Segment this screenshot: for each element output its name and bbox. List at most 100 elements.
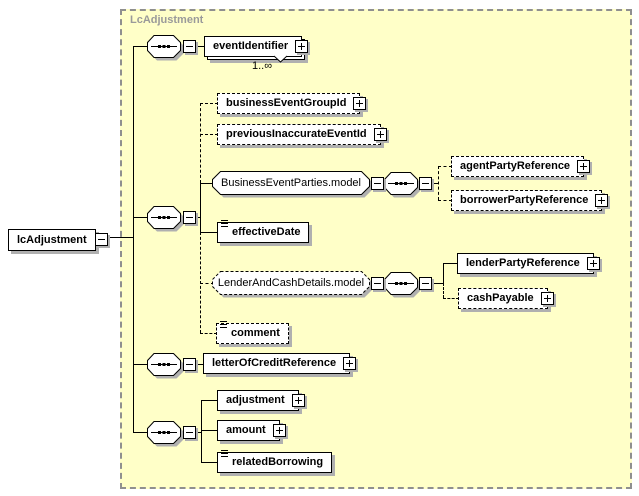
connector-line [200, 333, 217, 334]
connector-line [200, 232, 201, 333]
element-businesseventgroupid[interactable]: businessEventGroupId [217, 93, 367, 114]
element-label: relatedBorrowing [232, 456, 324, 468]
expand-icon[interactable] [272, 424, 286, 437]
expand-icon[interactable] [295, 40, 309, 53]
connector-line [133, 46, 134, 432]
element-comment[interactable]: comment [216, 321, 289, 344]
connector-line [200, 183, 213, 184]
expand-icon[interactable] [291, 394, 305, 407]
connector-line [200, 283, 214, 284]
element-letterofcreditreference[interactable]: letterOfCreditReference [203, 353, 357, 374]
sequence-icon [147, 353, 184, 379]
connector-line [201, 400, 202, 462]
collapse-icon[interactable] [183, 426, 196, 439]
model-group-label: BusinessEventParties.model [220, 177, 361, 189]
sequence-compositor[interactable] [147, 421, 184, 447]
element-label: adjustment [226, 394, 285, 406]
connector-line [133, 432, 148, 433]
sequence-compositor[interactable] [147, 353, 184, 379]
connector-line [200, 232, 218, 233]
model-group-shape [212, 171, 373, 198]
connector-line [443, 263, 444, 283]
connector-line [432, 183, 438, 184]
connector-line [109, 237, 134, 238]
connector-line [196, 364, 204, 365]
sequence-compositor[interactable] [384, 172, 421, 198]
collapse-icon[interactable] [183, 40, 196, 53]
connector-line [443, 263, 458, 264]
collapse-icon[interactable] [419, 177, 432, 190]
expand-icon[interactable] [586, 257, 600, 270]
connector-line [196, 432, 201, 433]
collapse-icon[interactable] [183, 358, 196, 371]
connector-line [200, 134, 218, 135]
element-previousinaccurateeventid[interactable]: previousInaccurateEventId [217, 124, 387, 145]
root-element-lcadjustment[interactable]: lcAdjustment [8, 229, 108, 251]
occurrence-label: 1..∞ [252, 60, 273, 72]
element-eventidentifier[interactable]: eventIdentifier [204, 36, 309, 57]
element-lenderpartyreference[interactable]: lenderPartyReference [457, 253, 600, 274]
connector-line [201, 400, 217, 401]
element-label: effectiveDate [232, 226, 301, 238]
element-borrowerpartyreference[interactable]: borrowerPartyReference [451, 190, 609, 211]
element-agentpartyreference[interactable]: agentPartyReference [451, 156, 591, 177]
collapse-icon[interactable] [371, 177, 384, 190]
connector-line [443, 283, 444, 298]
expand-icon[interactable] [353, 97, 367, 110]
element-adjustment[interactable]: adjustment [217, 390, 305, 411]
connector-line [133, 364, 148, 365]
connector-line [200, 103, 201, 183]
element-cashpayable[interactable]: cashPayable [458, 288, 554, 309]
element-label: lenderPartyReference [466, 257, 580, 269]
collapse-icon[interactable] [183, 211, 196, 224]
model-group-lenderandcashdetails[interactable]: LenderAndCashDetails.model [212, 271, 373, 298]
element-label: eventIdentifier [213, 40, 289, 52]
collapse-icon[interactable] [419, 277, 432, 290]
complex-type-label: LcAdjustment [130, 14, 204, 26]
element-label: previousInaccurateEventId [226, 128, 367, 140]
sequence-compositor[interactable] [147, 35, 184, 61]
connector-line [200, 103, 218, 104]
element-label: lcAdjustment [17, 234, 87, 246]
element-label: letterOfCreditReference [212, 357, 337, 369]
element-effectivedate[interactable]: effectiveDate [217, 220, 310, 243]
model-group-label: LenderAndCashDetails.model [217, 277, 365, 289]
simple-content-icon [221, 220, 228, 221]
element-label: borrowerPartyReference [460, 194, 589, 206]
element-label: comment [231, 327, 280, 339]
element-eventidentifier-stack: eventIdentifier 1..∞ [204, 36, 309, 72]
connector-line [438, 166, 452, 167]
element-label: businessEventGroupId [226, 97, 347, 109]
connector-line [133, 46, 148, 47]
model-group-shape [212, 271, 373, 298]
repeat-chevron-icon [273, 55, 288, 63]
sequence-icon [384, 172, 421, 198]
element-label: amount [226, 424, 266, 436]
connector-line [201, 430, 217, 431]
connector-line [443, 298, 459, 299]
expand-icon[interactable] [343, 357, 357, 370]
expand-icon[interactable] [373, 128, 387, 141]
collapse-icon[interactable] [371, 277, 384, 290]
connector-line [200, 183, 201, 232]
connector-line [201, 462, 217, 463]
connector-line [196, 46, 205, 47]
element-label: agentPartyReference [460, 160, 571, 172]
model-group-businesseventparties[interactable]: BusinessEventParties.model [212, 171, 373, 198]
sequence-compositor[interactable] [147, 206, 184, 232]
sequence-icon [384, 272, 421, 298]
expand-icon[interactable] [595, 194, 609, 207]
element-amount[interactable]: amount [217, 420, 286, 441]
sequence-icon [147, 206, 184, 232]
expand-icon[interactable] [540, 292, 554, 305]
simple-content-icon [220, 321, 227, 322]
expand-icon[interactable] [577, 160, 591, 173]
element-relatedborrowing[interactable]: relatedBorrowing [217, 450, 333, 473]
complex-type-container [120, 9, 632, 489]
element-label: cashPayable [467, 292, 534, 304]
connector-line [438, 200, 452, 201]
sequence-compositor[interactable] [384, 272, 421, 298]
collapse-icon[interactable] [94, 233, 108, 246]
simple-content-icon [221, 450, 228, 451]
